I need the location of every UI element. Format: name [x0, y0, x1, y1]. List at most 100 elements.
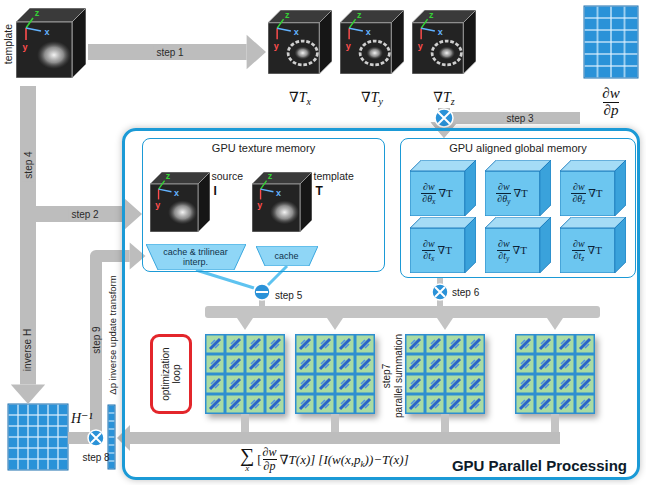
fraction: ∂w∂θz — [571, 182, 586, 204]
step-label: parallel summation — [393, 334, 404, 418]
denominator-text: ∂θ — [497, 193, 507, 204]
bracket: [ — [257, 452, 261, 468]
numerator: ∂w — [572, 239, 586, 250]
formula: ∑x[∂w∂p∇T(x)][I(w(x,pk))−T(x)] — [240, 446, 409, 473]
cache-text: cache & trilinear interp. — [155, 247, 237, 267]
sum-sign: ∑ — [240, 446, 254, 464]
flow-band — [68, 256, 130, 438]
gradient-symbol: ∇T — [588, 244, 602, 257]
axis-letter: y — [257, 201, 262, 210]
flow-arrowhead — [11, 385, 45, 404]
axis-letter: z — [35, 9, 40, 18]
memory-box: GPU texture memorysourceItemplateTcache … — [142, 138, 385, 272]
cube-caption: ∂w∂ty∇T — [487, 230, 538, 271]
flow-arrow — [88, 35, 266, 69]
memory-box: GPU aligned global memory∂w∂θx∇T∂w∂θy∇T∂… — [400, 138, 636, 278]
sum-index: x — [245, 464, 249, 473]
volume-label: template — [314, 170, 354, 182]
stem — [437, 278, 443, 284]
template-volume — [252, 172, 312, 232]
gradient-caption: ∇Tz — [410, 89, 478, 106]
cache-caption: cache — [256, 246, 318, 266]
fraction: ∂w∂ty — [497, 239, 511, 261]
gradient-symbol: ∇T — [513, 187, 527, 200]
gradient-symbol: ∇T — [433, 90, 451, 105]
denominator: ∂θy — [496, 193, 511, 205]
source-volume — [150, 172, 210, 232]
volume-symbol: I — [214, 184, 217, 198]
denominator: ∂θx — [421, 193, 436, 205]
gradient-volume — [412, 10, 476, 74]
flow-arrowhead — [123, 197, 142, 231]
gradient-axis: y — [379, 96, 383, 107]
numerator: ∂w — [497, 182, 511, 193]
numerator: ∂w — [601, 86, 620, 102]
thread-block — [205, 334, 285, 414]
cache-funnel — [256, 246, 318, 266]
step-label: step 5 — [275, 290, 302, 301]
steepest-descent-volume: ∂w∂tx∇T — [410, 217, 476, 273]
thread-block — [295, 334, 375, 414]
axis-letter: y — [418, 41, 423, 50]
gradient-symbol: ∇T — [438, 244, 452, 257]
jacobian-matrix: ∂w∂p — [580, 4, 642, 128]
down-arrow — [547, 318, 563, 330]
denominator-text: ∂t — [498, 250, 506, 261]
fraction: ∂w∂p — [601, 86, 620, 119]
template-volume — [16, 8, 86, 78]
thread-block — [515, 334, 595, 414]
cache-caption: cache & trilinear interp. — [146, 244, 246, 270]
step-label: step 6 — [452, 287, 479, 298]
axis-letter: z — [166, 172, 171, 181]
matrix-label: H⁻¹ — [71, 410, 93, 427]
axis-letter: x — [294, 27, 299, 36]
numerator: ∂w — [422, 182, 436, 193]
steepest-descent-volume: ∂w∂θz∇T — [560, 160, 626, 216]
residual-term: ))−T(x)] — [365, 452, 409, 468]
denominator-text: ∂θ — [572, 193, 582, 204]
distribution-band — [205, 306, 600, 318]
sum-stem — [551, 414, 559, 432]
gradient-symbol: ∇T — [438, 187, 452, 200]
down-arrow — [327, 318, 343, 330]
subscript-text: y — [506, 254, 509, 263]
gradient-volume — [268, 10, 332, 74]
multiply-marker — [432, 284, 448, 300]
sum-band — [130, 432, 560, 444]
residual-term: [I(w(x,p — [318, 452, 360, 468]
denominator: ∂tz — [572, 250, 585, 262]
flow-arrowhead — [247, 35, 266, 69]
step-label: inverse H — [22, 326, 34, 374]
memory-volume — [560, 217, 626, 273]
hessian-grid — [8, 404, 68, 470]
axis-letter: x — [276, 188, 281, 197]
axis-letter: y — [155, 201, 160, 210]
loop-box: optimization loop — [150, 334, 192, 414]
edge-label: step 9 — [91, 323, 102, 356]
sum-column: ∑x — [240, 446, 254, 473]
numerator-text: ∂w — [263, 445, 277, 459]
panel-title: GPU Parallel Processing — [452, 457, 627, 474]
flow-band — [28, 86, 123, 214]
axis-letter: x — [174, 188, 179, 197]
numerator-text: ∂w — [423, 238, 435, 249]
volume-label: template — [2, 24, 14, 64]
axis-letter: z — [429, 10, 434, 19]
memory-volume — [560, 160, 626, 216]
subtract-marker — [254, 284, 270, 300]
memory-volume — [410, 160, 476, 216]
cache-unit: cache & trilinear interp. — [146, 244, 246, 270]
fraction: ∂w∂θx — [421, 182, 436, 204]
gradient-symbol: ∇T — [289, 90, 307, 105]
flow-arrow — [68, 243, 146, 438]
texture-volume: sourceI — [148, 160, 248, 242]
steepest-descent-volume: ∂w∂ty∇T — [485, 217, 551, 273]
jacobian-grid — [584, 6, 638, 78]
gradient-caption: ∇Tx — [266, 89, 334, 106]
cache-unit: cache — [256, 246, 318, 266]
axis-letter: x — [366, 27, 371, 36]
axis-letter: y — [22, 43, 27, 52]
gradient-term: ∇T(x)] — [280, 452, 316, 468]
numerator-text: ∂w — [498, 181, 510, 192]
